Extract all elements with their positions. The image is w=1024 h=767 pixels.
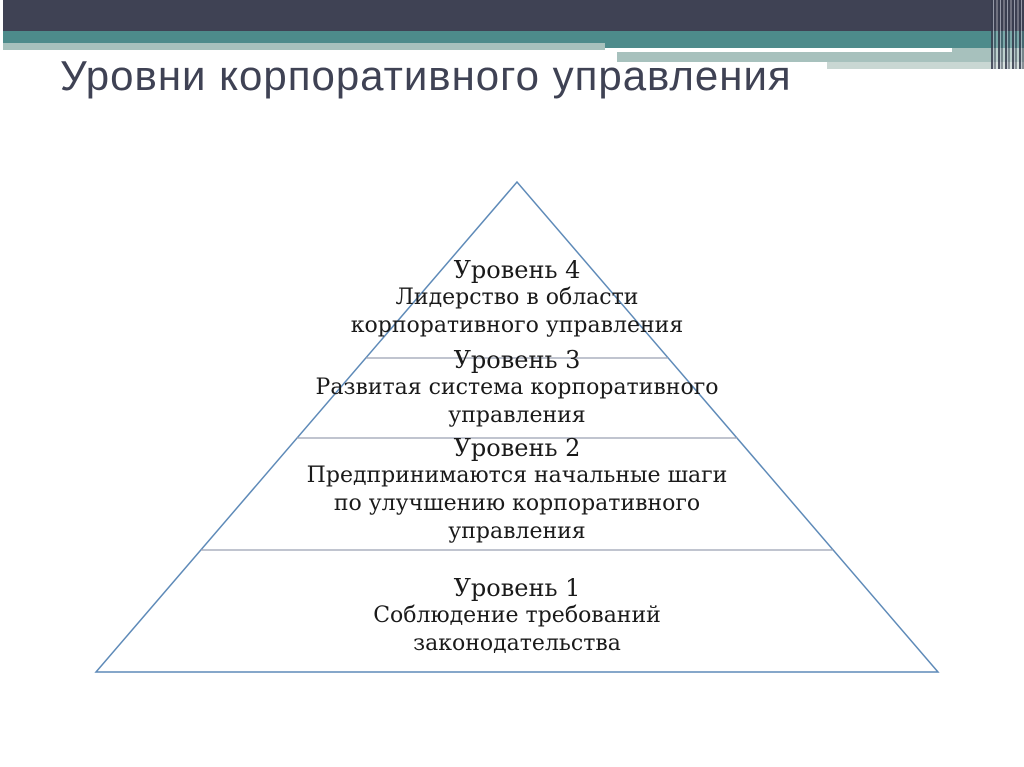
pyramid-level-2: Уровень 2 Предпринимаются начальные шаги… bbox=[5, 434, 1024, 546]
level-2-name: Уровень 2 bbox=[453, 434, 581, 462]
level-3-name: Уровень 3 bbox=[453, 346, 581, 374]
level-4-description: Лидерство в области корпоративного управ… bbox=[350, 285, 684, 338]
pyramid-triangle bbox=[94, 180, 940, 673]
pyramid-level-1: Уровень 1 Соблюдение требований законода… bbox=[5, 574, 1024, 658]
header-dark-bar bbox=[3, 0, 1024, 31]
header-sage-band-lower bbox=[617, 52, 1024, 62]
header-sage-band-left bbox=[3, 43, 605, 50]
header-sage-light-band bbox=[827, 62, 1024, 69]
level-3-description: Развитая система корпоративного управлен… bbox=[315, 375, 719, 428]
header-corner-stripes bbox=[991, 0, 1024, 69]
level-1-description: Соблюдение требований законодательства bbox=[373, 603, 661, 656]
level-4-name: Уровень 4 bbox=[453, 256, 581, 284]
header-teal-band bbox=[3, 31, 1024, 43]
header-teal-band-right bbox=[605, 43, 1024, 48]
pyramid-level-4: Уровень 4 Лидерство в области корпоратив… bbox=[5, 256, 1024, 340]
pyramid-level-3: Уровень 3 Развитая система корпоративног… bbox=[5, 346, 1024, 430]
header-sage-band-right bbox=[952, 48, 1024, 52]
level-1-name: Уровень 1 bbox=[453, 574, 581, 602]
slide-title: Уровни корпоративного управления bbox=[60, 52, 792, 99]
level-2-description: Предпринимаются начальные шаги по улучше… bbox=[306, 463, 728, 544]
header-white-stripe bbox=[607, 48, 952, 52]
